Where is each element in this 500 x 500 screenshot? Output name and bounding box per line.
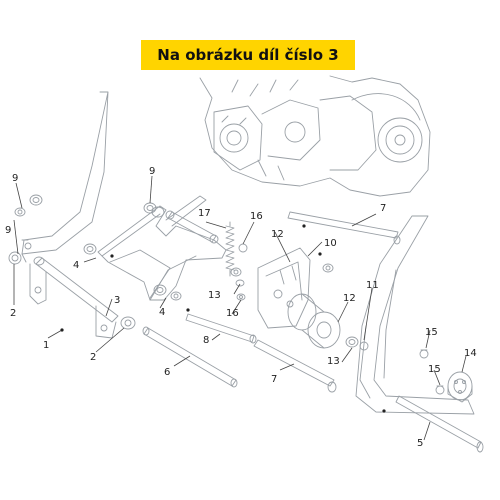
bushing-7 <box>153 284 167 296</box>
callout-2-lower: 2 <box>90 352 96 363</box>
callout-13-right: 13 <box>327 356 340 367</box>
bushing-1 <box>8 251 22 265</box>
callout-10: 10 <box>324 238 337 249</box>
callout-17: 17 <box>198 208 211 219</box>
bushing-11 <box>235 279 245 287</box>
callout-16-lower: 16 <box>226 308 239 319</box>
end-cap <box>447 371 473 403</box>
bushing-8 <box>170 291 182 301</box>
part-number-banner: Na obrázku díl číslo 3 <box>141 40 355 70</box>
reference-dots <box>60 224 386 413</box>
spring <box>225 221 235 277</box>
callout-7-top: 7 <box>380 203 386 214</box>
leader-lines <box>13 175 467 441</box>
screw-1 <box>419 349 429 359</box>
callout-4-left: 4 <box>73 260 79 271</box>
bolt-bottom-right <box>395 395 484 453</box>
shaft-bracket <box>29 263 117 339</box>
callout-2-left: 2 <box>10 308 16 319</box>
silent-block <box>287 293 341 349</box>
callout-4-center: 4 <box>159 307 165 318</box>
callout-16-top: 16 <box>250 211 263 222</box>
callout-13-left: 13 <box>208 290 221 301</box>
rod-lower-left <box>142 326 238 388</box>
callout-9-center: 9 <box>149 166 155 177</box>
callout-12-right: 12 <box>343 293 356 304</box>
screw-2 <box>435 385 445 395</box>
mount-bracket <box>257 247 311 329</box>
bushing-13 <box>322 263 334 273</box>
bushing-10 <box>230 267 242 277</box>
callout-11: 11 <box>366 280 379 291</box>
bushing-2 <box>29 194 43 206</box>
callout-12-top: 12 <box>271 229 284 240</box>
callout-9-top-left: 9 <box>12 173 18 184</box>
callout-15-lower: 15 <box>428 364 441 375</box>
bushing-4 <box>83 243 97 255</box>
bushing-9 <box>238 243 248 253</box>
callout-9-left-edge: 9 <box>5 225 11 236</box>
bushing-14 <box>345 336 359 348</box>
callout-8: 8 <box>203 335 209 346</box>
callout-14: 14 <box>464 348 477 359</box>
bolt-middle <box>185 313 257 344</box>
bushing-15 <box>359 341 369 351</box>
pivot-shaft <box>33 256 119 323</box>
callout-15-upper: 15 <box>425 327 438 338</box>
callout-1: 1 <box>43 340 49 351</box>
bolt-upper-long <box>287 211 401 245</box>
engine-outline <box>199 75 431 197</box>
callout-3: 3 <box>114 295 120 306</box>
left-frame-tube <box>21 91 109 263</box>
callout-5: 5 <box>417 438 423 449</box>
callout-6: 6 <box>164 367 170 378</box>
callout-7-bottom: 7 <box>271 374 277 385</box>
swing-arm <box>97 195 227 301</box>
bushing-3 <box>14 207 26 217</box>
right-frame-tube <box>355 215 475 415</box>
upper-pin <box>165 210 219 244</box>
bolt-lower-long <box>253 339 337 393</box>
bushing-5 <box>120 316 136 330</box>
bushing-12 <box>236 293 246 301</box>
